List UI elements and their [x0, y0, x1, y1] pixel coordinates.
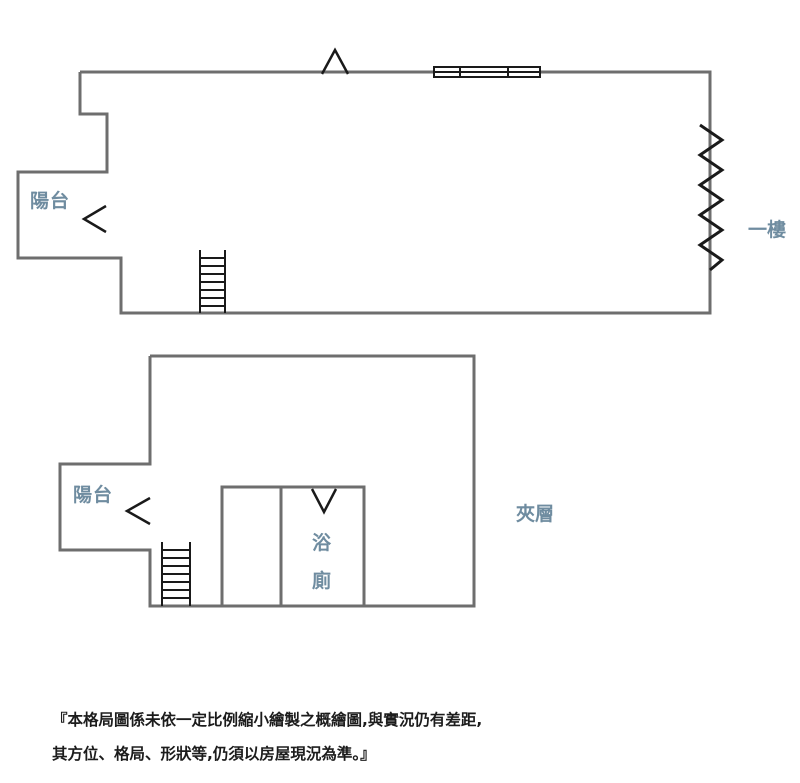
mezzanine-plan [58, 354, 476, 608]
mezzanine-balcony-door [124, 496, 151, 526]
bathroom-door [310, 488, 338, 515]
ground-zigzag-partition [697, 123, 725, 272]
bathroom-label-top: 浴 [312, 532, 332, 554]
mezzanine-walls [58, 354, 476, 608]
disclaimer-line-1: 『本格局圖係未依一定比例縮小繪製之概繪圖,與實況仍有差距, [52, 711, 483, 729]
mezzanine-partition [220, 485, 366, 606]
bathroom-label-bottom: 廁 [312, 570, 332, 592]
ground-balcony-door [81, 204, 107, 234]
ground-door-top [320, 47, 350, 75]
ground-floor-label: 一樓 [748, 219, 787, 241]
disclaimer-line-2: 其方位、格局、形狀等,仍須以房屋現況為準。』 [52, 745, 376, 763]
mezzanine-balcony-label: 陽台 [73, 484, 114, 506]
mezzanine-floor-label: 夾層 [516, 503, 555, 525]
ground-floor-walls [16, 70, 712, 315]
ground-floor-plan [16, 47, 725, 315]
ground-window [433, 66, 541, 78]
mezzanine-stair-icon [161, 542, 191, 606]
ground-stair-icon [199, 250, 226, 313]
ground-balcony-label: 陽台 [30, 190, 71, 212]
